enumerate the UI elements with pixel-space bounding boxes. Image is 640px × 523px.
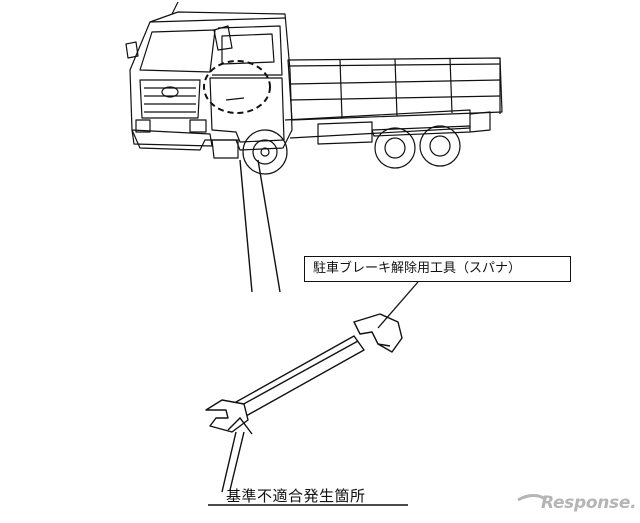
tool-label-box: 駐車ブレーキ解除用工具（スパナ） (304, 256, 571, 282)
highlight-dashed-circle (203, 60, 271, 114)
tool-leader-line (377, 281, 419, 329)
wrench-illustration (205, 313, 403, 433)
pointer-wedge (239, 159, 281, 293)
watermark-logo-swoosh (517, 494, 548, 502)
tool-label: 駐車ブレーキ解除用工具（スパナ） (313, 261, 522, 276)
watermark-text: Response. (541, 493, 637, 513)
defect-location-label: 基準不適合発生箇所 (226, 487, 366, 505)
truck-illustration (125, 1, 503, 175)
defect-arrow (208, 416, 408, 506)
watermark: Response. (515, 491, 637, 519)
